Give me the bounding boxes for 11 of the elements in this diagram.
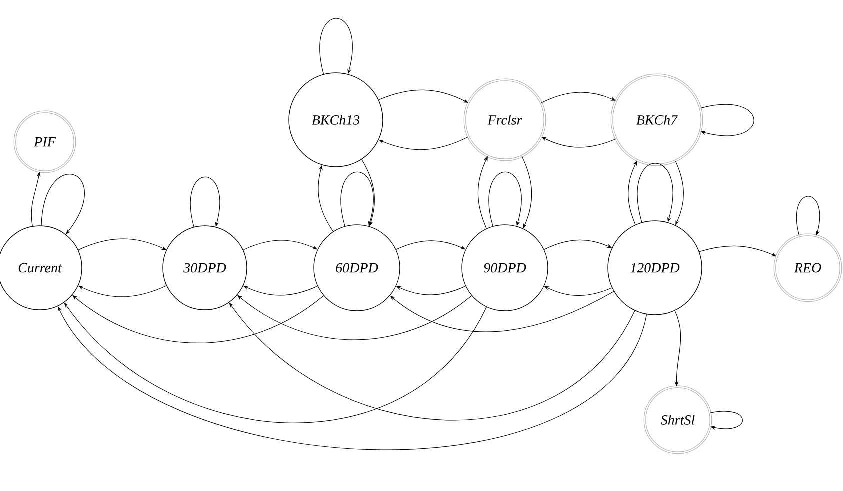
arrow [710, 411, 743, 430]
arrow [320, 18, 353, 75]
arrow [478, 156, 488, 230]
arrow [637, 163, 674, 223]
arrow [542, 137, 616, 148]
arrow [378, 90, 468, 103]
arrow [190, 176, 220, 228]
arrow [796, 196, 820, 236]
arrow [340, 172, 374, 227]
arrow [700, 104, 754, 136]
arrow [488, 172, 522, 227]
